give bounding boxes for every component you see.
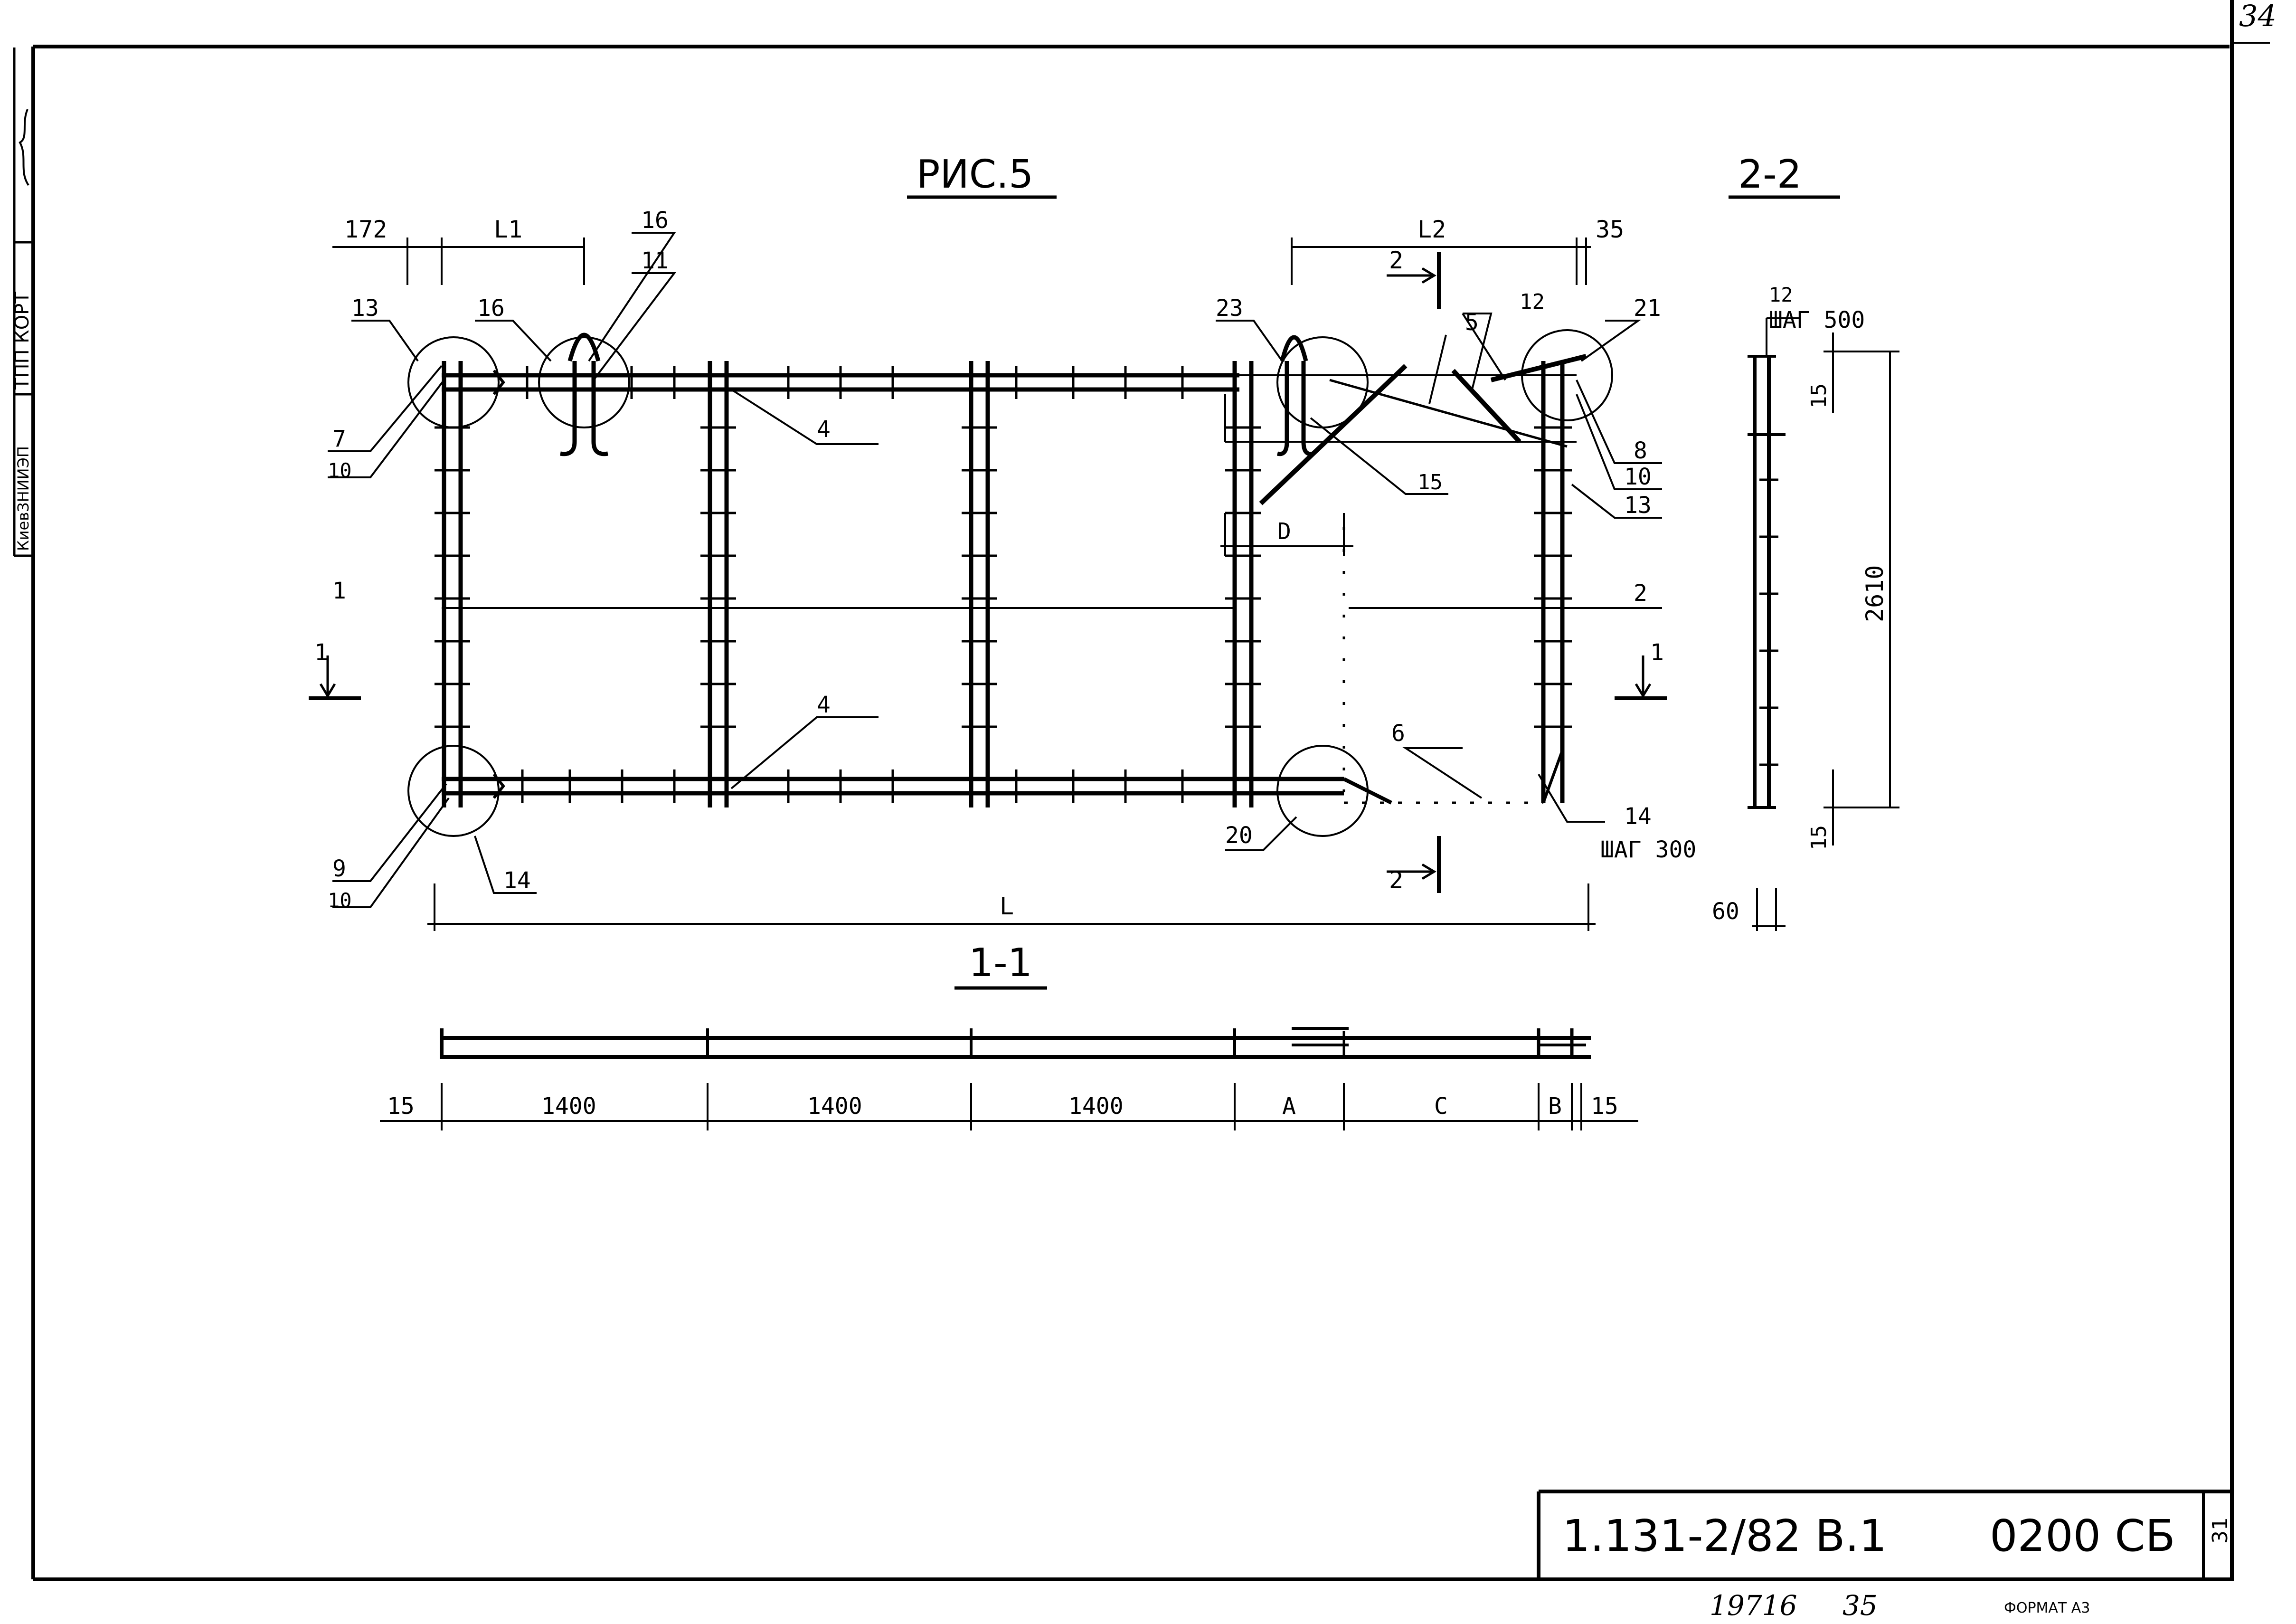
dim-35: 35 <box>1596 216 1624 243</box>
dim-l1: L1 <box>494 216 522 243</box>
sec11-dim-a: A <box>1282 1093 1296 1120</box>
section-mark-1-right: 1 <box>1650 639 1664 666</box>
pitch-500: ШАГ 500 <box>1769 307 1865 333</box>
pitch-300: ШАГ 300 <box>1600 836 1696 863</box>
dim-l2: L2 <box>1417 216 1446 243</box>
callout-14-right: 14 <box>1624 803 1652 830</box>
callout-16-top: 16 <box>641 207 669 234</box>
footer-inv: 19716 <box>1710 1589 1797 1622</box>
callout-14-left: 14 <box>503 867 531 894</box>
callout-10-left-bottom: 10 <box>328 889 352 912</box>
stamp-dept: ТПП КОРТ <box>11 292 33 390</box>
stamp-signature <box>19 109 29 186</box>
side-stamp <box>13 47 33 557</box>
callout-10-left-top: 10 <box>328 459 352 482</box>
callout-23: 23 <box>1216 295 1243 322</box>
callout-6: 6 <box>1391 720 1405 747</box>
sec11-dim-15-right: 15 <box>1591 1093 1618 1120</box>
callout-8: 8 <box>1634 437 1647 464</box>
callout-12-plan: 12 <box>1520 290 1545 314</box>
section-mark-2-bottom: 2 <box>1389 866 1403 894</box>
plan-dimensions <box>332 237 1596 931</box>
callout-9: 9 <box>332 855 346 882</box>
callout-20: 20 <box>1225 822 1253 849</box>
sheet-frame <box>31 0 2270 1581</box>
callout-13-right: 13 <box>1624 492 1652 519</box>
callout-4-bottom: 4 <box>817 692 831 718</box>
sec11-dim-b: B <box>1548 1093 1562 1120</box>
callout-13-left: 13 <box>351 295 379 322</box>
section-mark-2-top: 2 <box>1389 247 1403 274</box>
callout-5: 5 <box>1465 309 1479 336</box>
sec11-dim-1400-a: 1400 <box>541 1093 596 1120</box>
page-number: 34 <box>2239 0 2277 33</box>
section-1-1-view <box>380 1027 1638 1130</box>
callout-10-right: 10 <box>1624 464 1652 490</box>
sec11-dim-15-left: 15 <box>387 1093 415 1120</box>
section-markers <box>309 252 1667 893</box>
callout-7: 7 <box>332 426 346 452</box>
footer-num: 35 <box>1842 1589 1878 1622</box>
doc-number: 0200 СБ <box>1990 1510 2175 1561</box>
title-block <box>1537 1490 2234 1579</box>
callout-15: 15 <box>1417 470 1443 494</box>
sec11-dim-1400-c: 1400 <box>1068 1093 1124 1120</box>
dim-d: D <box>1277 518 1291 545</box>
sheet-no: 31 <box>2208 1517 2232 1544</box>
sec11-dim-1400-b: 1400 <box>807 1093 862 1120</box>
sec11-dim-c: C <box>1434 1093 1448 1120</box>
callout-leaders <box>328 232 1662 908</box>
section-2-title: 2-2 <box>1738 152 1802 197</box>
section-1-title: 1-1 <box>969 940 1032 986</box>
sec22-callout-12: 12 <box>1769 283 1793 306</box>
doc-code: 1.131-2/82 В.1 <box>1562 1510 1887 1561</box>
main-view-title: РИС.5 <box>917 152 1033 197</box>
stamp-org: КиевЗНИИЭП <box>14 446 32 551</box>
callout-21: 21 <box>1634 295 1661 322</box>
section-mark-1-left: 1 <box>314 639 328 666</box>
callout-2: 2 <box>1634 580 1647 607</box>
dim-172: 172 <box>344 216 387 243</box>
sec22-dim-15-top: 15 <box>1807 383 1831 408</box>
plan-view <box>407 329 1613 837</box>
callout-4-top: 4 <box>817 416 831 443</box>
sec22-dim-60: 60 <box>1712 898 1739 925</box>
callout-1: 1 <box>332 578 346 604</box>
sec22-dim-2610: 2610 <box>1861 565 1889 622</box>
callout-16-left: 16 <box>477 295 505 322</box>
section-2-2-view <box>1748 317 1899 931</box>
callout-11: 11 <box>641 247 669 274</box>
dim-l: L <box>1000 893 1014 920</box>
footer-format: ФОРМАТ А3 <box>2004 1600 2090 1616</box>
sec22-dim-15-bottom: 15 <box>1807 825 1831 850</box>
